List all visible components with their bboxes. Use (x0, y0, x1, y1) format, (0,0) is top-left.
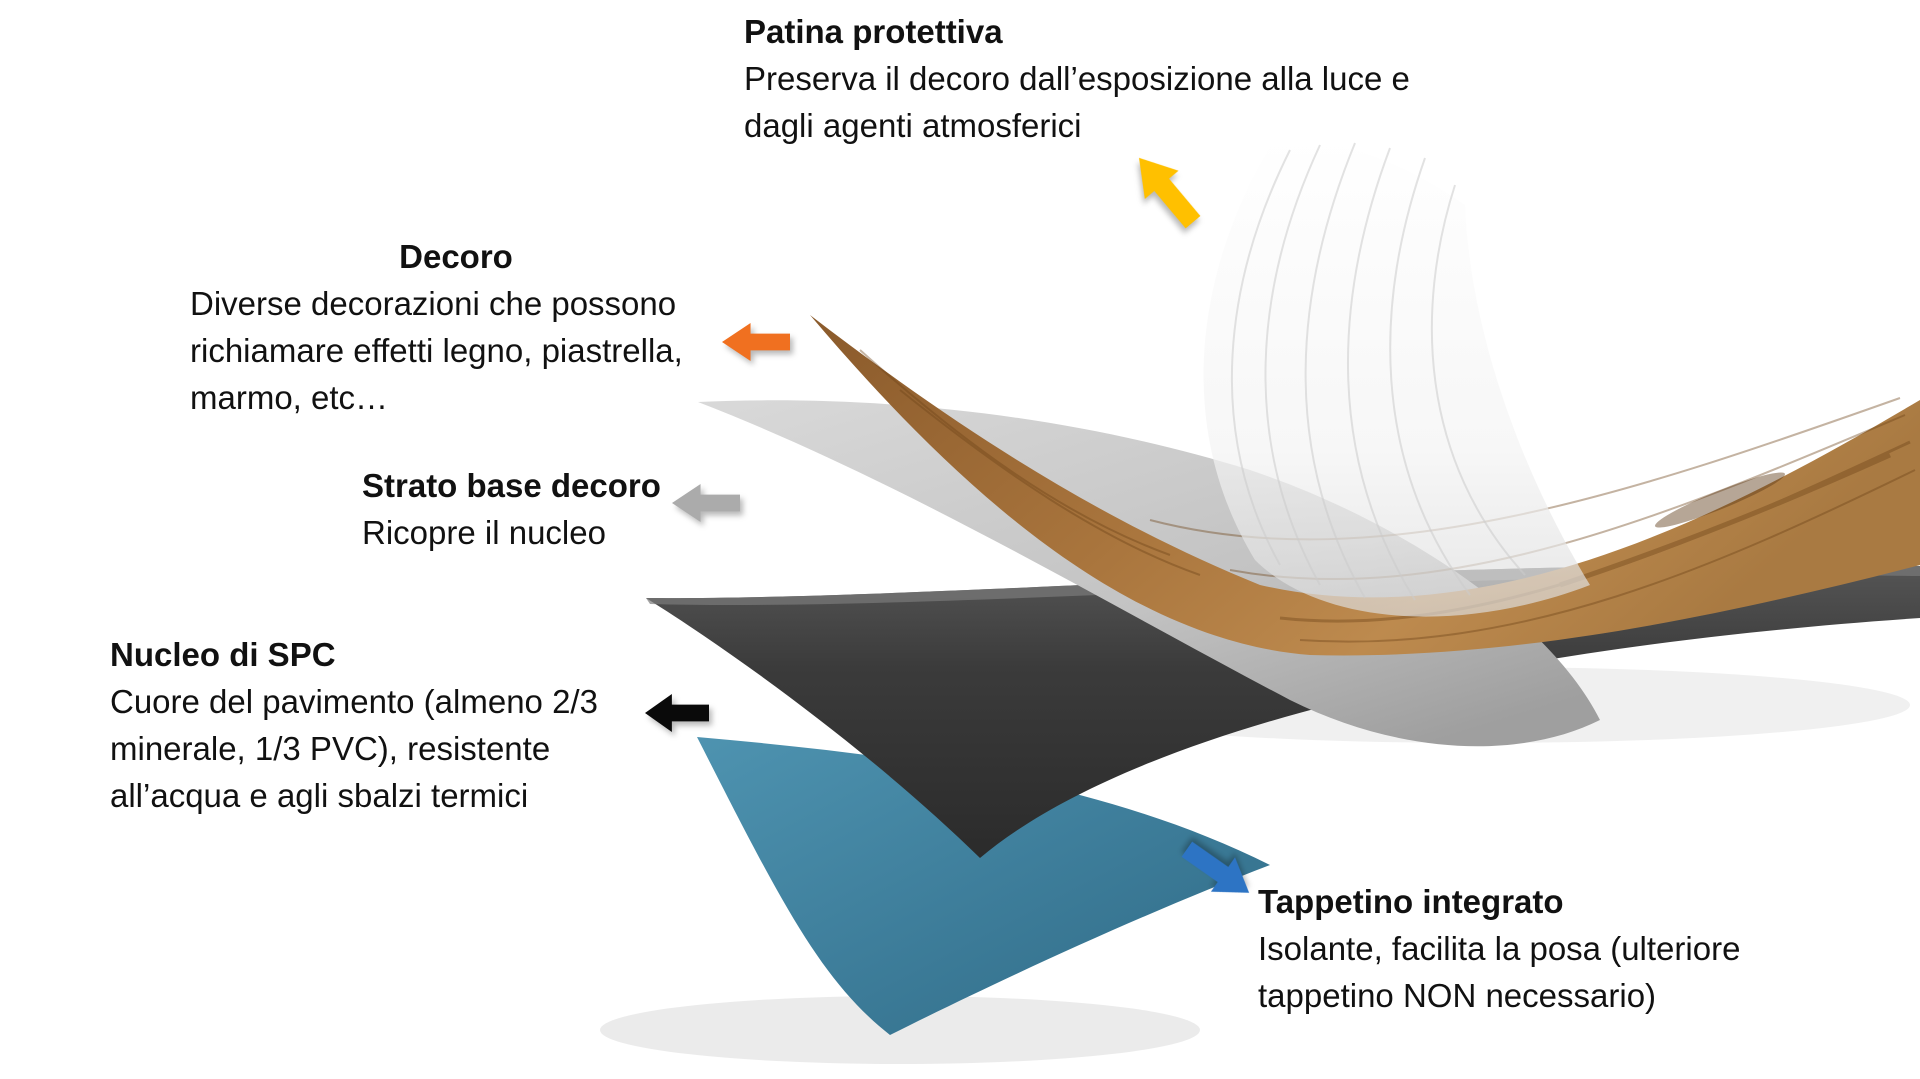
decoro-desc-line3: marmo, etc… (190, 379, 389, 416)
decoro-arrow-wrap (722, 323, 790, 361)
patina-desc-line1: Preserva il decoro dall’esposizione alla… (744, 60, 1410, 97)
gray-arrow-icon (672, 484, 740, 522)
layer-decoro-wood (810, 315, 1920, 656)
decoro-title: Decoro (399, 238, 513, 275)
nucleo-title: Nucleo di SPC (110, 636, 336, 673)
strato-title: Strato base decoro (362, 467, 661, 504)
decoro-desc-line2: richiamare effetti legno, piastrella, (190, 332, 683, 369)
strato-desc-line1: Ricopre il nucleo (362, 514, 606, 551)
nucleo-arrow-wrap (645, 694, 709, 732)
tappetino-title: Tappetino integrato (1258, 883, 1564, 920)
black-arrow-icon (645, 694, 709, 732)
strato-arrow-wrap (672, 484, 740, 522)
wood-knot (1655, 472, 1785, 528)
tappetino-desc-line1: Isolante, facilita la posa (ulteriore (1258, 930, 1741, 967)
nucleo-desc-line1: Cuore del pavimento (almeno 2/3 (110, 683, 598, 720)
annotation-patina-protettiva: Patina protettiva Preserva il decoro dal… (744, 8, 1504, 149)
decoro-desc-line1: Diverse decorazioni che possono (190, 285, 677, 322)
layer-nucleo-spc (646, 564, 1920, 858)
film-fiber-texture (1230, 142, 1526, 601)
nucleo-desc-line3: all’acqua e agli sbalzi termici (110, 777, 529, 814)
patina-desc-line2: dagli agenti atmosferici (744, 107, 1082, 144)
annotation-decoro: Decoro Diverse decorazioni che possono r… (190, 233, 722, 421)
orange-arrow-icon (722, 323, 790, 361)
annotation-strato-base: Strato base decoro Ricopre il nucleo (362, 462, 782, 556)
layer-patina-film (1203, 137, 1590, 617)
patina-title: Patina protettiva (744, 13, 1003, 50)
annotation-tappetino: Tappetino integrato Isolante, facilita l… (1258, 878, 1858, 1019)
annotation-nucleo-spc: Nucleo di SPC Cuore del pavimento (almen… (110, 631, 670, 819)
layer-tappetino (697, 737, 1270, 1035)
nucleo-desc-line2: minerale, 1/3 PVC), resistente (110, 730, 551, 767)
tappetino-desc-line2: tappetino NON necessario) (1258, 977, 1657, 1014)
